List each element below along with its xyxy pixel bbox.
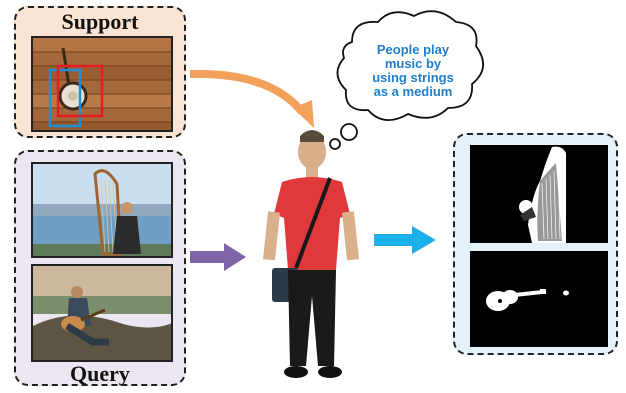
arrow-right-head-icon [224,243,246,271]
support-panel: Support [14,6,186,138]
output-mask-harp [470,145,608,243]
output-panel [453,133,618,355]
guitar-hill-illustration [33,266,171,360]
arrow-curved-icon [189,69,306,115]
thought-bubble-icon [329,10,484,150]
query-image-guitar [31,264,173,362]
person-icon [263,130,359,378]
support-image [31,36,173,132]
arrow-right-icon [190,251,226,263]
arrow-right-head-icon [412,226,436,254]
thought-line: music by [384,56,442,71]
support-title: Support [61,9,139,34]
thought-text: People play music by using strings as a … [352,43,474,99]
wood-banjo-illustration [33,38,171,130]
output-mask-guitar [470,251,608,347]
thought-line: using strings [372,70,454,85]
query-title: Query [70,361,130,386]
harp-mask [470,145,608,243]
guitar-mask [470,251,608,347]
query-panel: Query [14,150,186,386]
thought-line: People play [376,42,450,57]
arrow-curved-head-icon [293,100,314,128]
thought-line: as a medium [373,84,453,99]
query-image-harp [31,162,173,258]
arrow-right-icon [374,234,414,246]
harp-lake-illustration [33,164,171,256]
